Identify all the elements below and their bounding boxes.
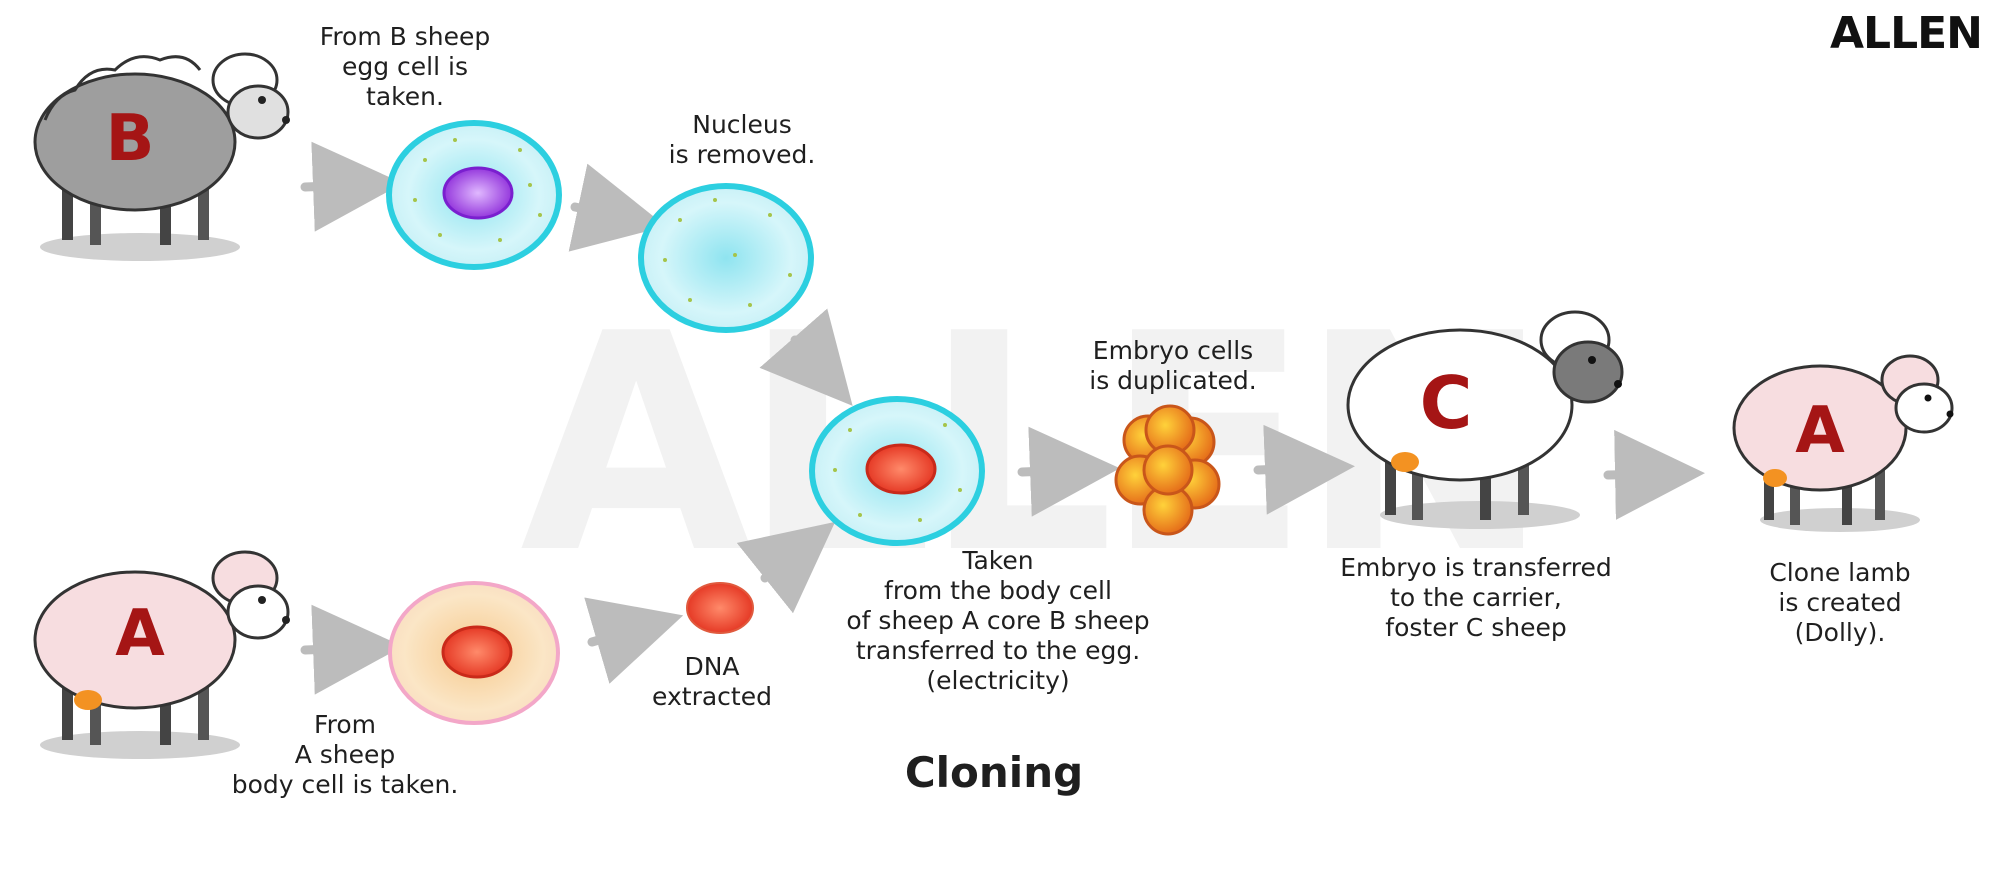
arrow-dna-to-fused <box>736 521 836 614</box>
red-nucleus <box>441 625 513 679</box>
clone-letter: A <box>1795 394 1845 468</box>
dna-nucleus <box>686 582 754 634</box>
arrow-egg-to-enucleated <box>568 163 667 252</box>
fused-cell <box>809 396 985 546</box>
purple-nucleus <box>442 166 514 220</box>
diagram-title: Cloning <box>904 748 1084 797</box>
sheep-b-letter: B <box>106 102 155 176</box>
body-cell <box>388 581 560 725</box>
label-nucleus-removed: Nucleus is removed. <box>668 110 816 169</box>
arrow-body-cell-to-dna <box>584 597 684 684</box>
arrow-enucleated-to-fused <box>759 308 853 406</box>
transferred-nucleus <box>865 443 937 495</box>
arrow-a-to-body-cell <box>300 604 403 695</box>
sheep-b: B <box>33 52 290 261</box>
arrow-c-to-clone <box>1603 429 1705 520</box>
label-transferred: Taken from the body cell of sheep A core… <box>846 546 1150 695</box>
arrows <box>300 141 1705 695</box>
embryo-cluster <box>1114 404 1221 536</box>
label-embryo-transferred: Embryo is transferred to the carrier, fo… <box>1340 553 1612 642</box>
egg-cell <box>386 120 562 270</box>
label-clone-created: Clone lamb is created (Dolly). <box>1769 558 1911 647</box>
enucleated-cell <box>638 183 814 333</box>
arrow-b-to-egg <box>300 141 403 232</box>
sheep-c-letter: C <box>1420 361 1473 445</box>
clone-lamb: A <box>1732 354 1954 532</box>
arrow-fused-to-embryo <box>1017 426 1120 517</box>
arrow-embryo-to-c <box>1253 424 1355 515</box>
sheep-a-letter: A <box>115 597 165 671</box>
label-body-cell-taken: From A sheep body cell is taken. <box>231 710 459 799</box>
sheep-c: C <box>1346 310 1624 529</box>
label-egg-taken: From B sheep egg cell is taken. <box>319 22 491 111</box>
label-dna-extracted: DNA extracted <box>652 652 772 711</box>
sheep-a: A <box>33 550 290 759</box>
label-embryo-duplicated: Embryo cells is duplicated. <box>1089 336 1257 395</box>
brand-logo: ALLEN <box>1830 8 1983 59</box>
